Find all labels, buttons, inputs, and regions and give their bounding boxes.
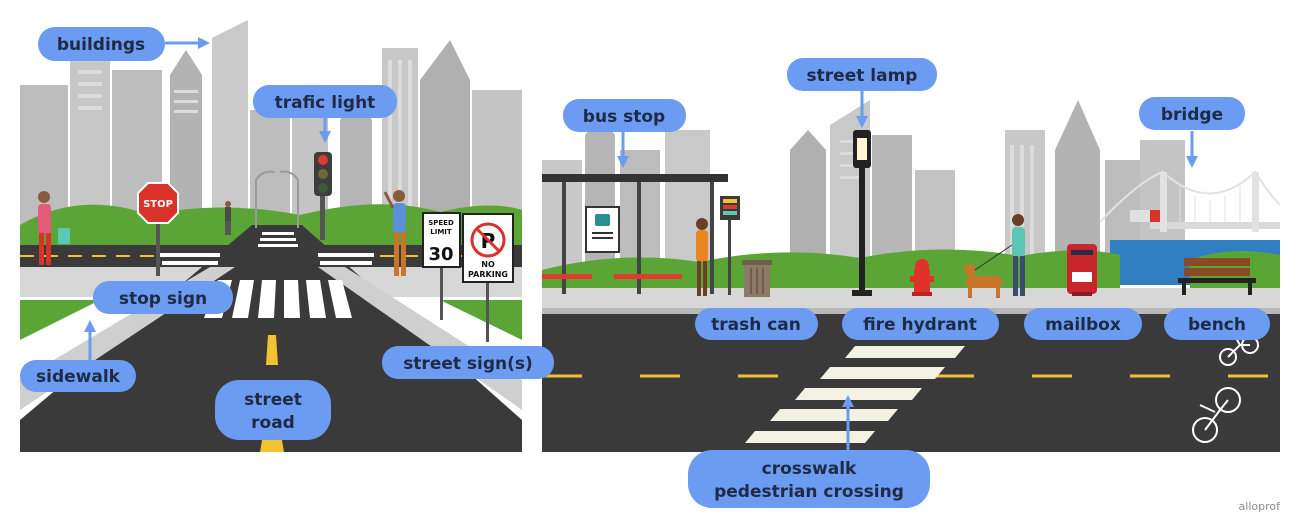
- bridge-structure: [1099, 170, 1280, 232]
- waiting-woman: [696, 218, 708, 296]
- pointer-arrows: [84, 37, 1198, 450]
- stop-sign-text: STOP: [143, 199, 173, 210]
- bench-object: [1178, 258, 1256, 295]
- dog: [964, 264, 1002, 298]
- far-crosswalk: [160, 232, 374, 265]
- distant-lamps: [255, 170, 299, 228]
- svg-text:fire hydrant: fire hydrant: [863, 315, 977, 335]
- label-street-lamp: street lamp: [787, 58, 937, 91]
- no-parking-sign: P NO PARKING: [462, 213, 514, 342]
- label-bridge: bridge: [1139, 97, 1245, 130]
- label-buildings: buildings: [38, 27, 165, 61]
- stop-sign: STOP: [137, 182, 179, 276]
- svg-text:pedestrian crossing: pedestrian crossing: [714, 482, 904, 502]
- right-sidewalk: [542, 288, 1280, 308]
- parking-text: PARKING: [468, 270, 508, 279]
- near-crosswalk: [204, 280, 352, 318]
- svg-text:bridge: bridge: [1161, 105, 1223, 125]
- label-sidewalk: sidewalk: [20, 360, 136, 392]
- svg-text:crosswalk: crosswalk: [762, 459, 857, 479]
- right-building-windows: [840, 140, 1034, 265]
- svg-text:street lamp: street lamp: [807, 66, 918, 86]
- limit-text: LIMIT: [430, 228, 452, 236]
- label-trash-can: trash can: [695, 308, 818, 340]
- label-street-road: street road: [215, 380, 331, 440]
- no-text: NO: [481, 260, 495, 269]
- trash-can-object: [742, 260, 772, 297]
- svg-text:bus stop: bus stop: [583, 107, 665, 127]
- svg-text:street: street: [244, 390, 302, 410]
- svg-text:buildings: buildings: [57, 35, 145, 55]
- speed-limit-sign: SPEED LIMIT 30: [422, 212, 461, 320]
- svg-text:street sign(s): street sign(s): [403, 354, 533, 374]
- svg-text:trafic light: trafic light: [275, 93, 376, 113]
- right-crosswalk: [745, 346, 965, 443]
- label-crosswalk: crosswalk pedestrian crossing: [688, 450, 930, 508]
- speed-text: SPEED: [428, 219, 454, 227]
- pedestrian-man: [383, 190, 406, 276]
- label-bench: bench: [1164, 308, 1270, 340]
- pedestrian-woman: [38, 191, 70, 265]
- dog-walker: [974, 214, 1025, 296]
- svg-text:trash can: trash can: [711, 315, 801, 335]
- svg-text:sidewalk: sidewalk: [36, 367, 121, 387]
- label-street-signs: street sign(s): [382, 346, 554, 379]
- left-building-windows: [78, 60, 412, 230]
- fire-hydrant-object: [910, 259, 934, 296]
- bus-shelter: [542, 174, 740, 295]
- speed-value: 30: [428, 244, 453, 265]
- label-trafic-light: trafic light: [253, 85, 397, 118]
- right-scene: [542, 95, 1280, 452]
- traffic-light: [314, 152, 332, 240]
- svg-text:mailbox: mailbox: [1045, 315, 1121, 335]
- watermark: alloprof: [1239, 500, 1282, 513]
- svg-text:road: road: [251, 413, 295, 433]
- street-lamp-object: [852, 130, 872, 296]
- label-stop-sign: stop sign: [93, 281, 233, 314]
- distant-pedestrian: [225, 201, 231, 235]
- label-bus-stop: bus stop: [563, 99, 686, 132]
- svg-text:bench: bench: [1188, 315, 1246, 335]
- label-fire-hydrant: fire hydrant: [842, 308, 999, 340]
- label-mailbox: mailbox: [1024, 308, 1142, 340]
- mailbox-object: [1067, 244, 1097, 296]
- svg-text:stop sign: stop sign: [119, 289, 207, 309]
